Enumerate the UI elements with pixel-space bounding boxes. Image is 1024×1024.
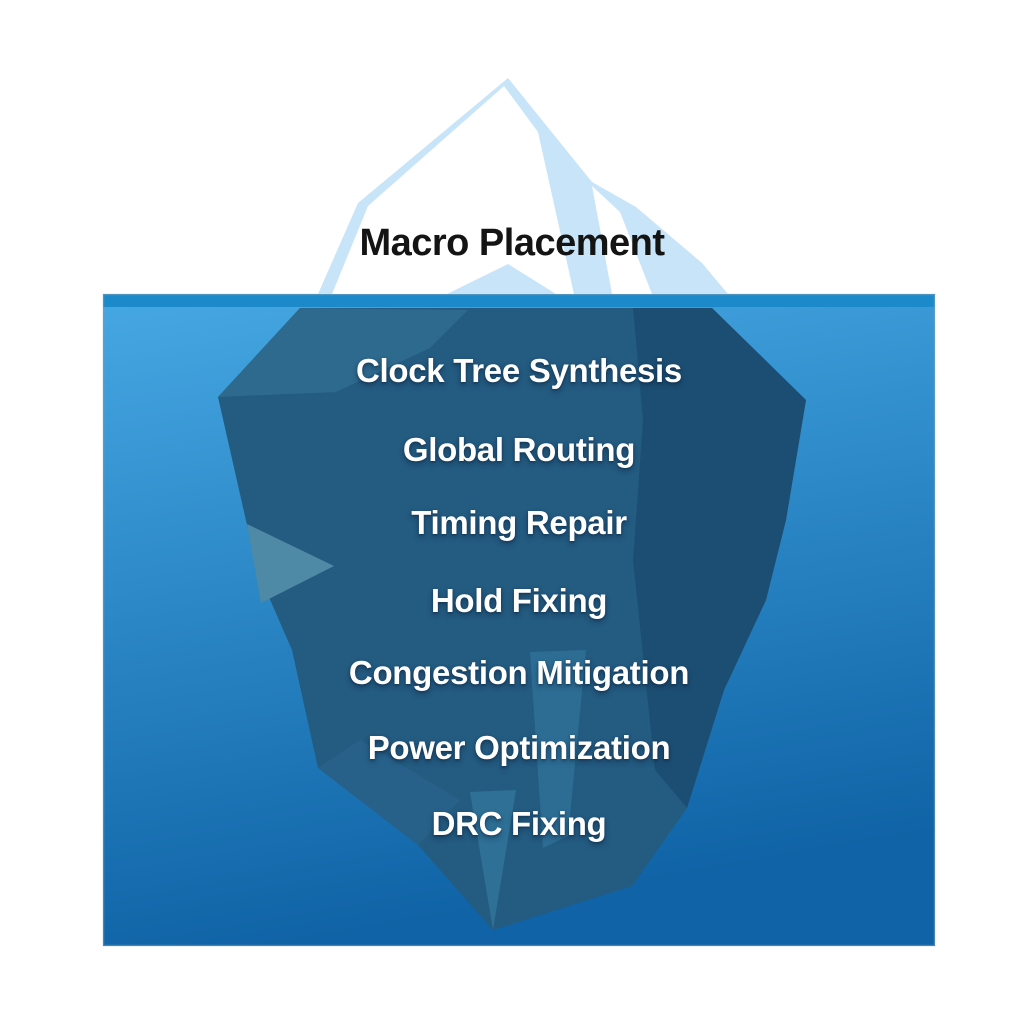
iceberg-tip-center-ridge bbox=[447, 264, 556, 294]
underwater-label-congestion-mitigation: Congestion Mitigation bbox=[348, 654, 690, 691]
iceberg-tip-white-facet-right bbox=[592, 186, 652, 294]
iceberg-tip-white-facet-left bbox=[332, 86, 574, 294]
underwater-label-timing-repair: Timing Repair bbox=[411, 504, 627, 541]
underwater-label-hold-fixing: Hold Fixing bbox=[430, 582, 608, 619]
underwater-facet-right-dark bbox=[633, 308, 806, 808]
underwater-facet-center-wedge bbox=[530, 650, 586, 848]
above-water-label: Macro Placement bbox=[359, 222, 665, 264]
underwater-facet-highlight bbox=[247, 524, 334, 603]
water-border bbox=[102, 293, 936, 947]
underwater-label-clock-tree-synthesis: Clock Tree Synthesis bbox=[356, 352, 682, 389]
underwater-facet-tip-wedge bbox=[470, 790, 516, 930]
underwater-facet-left bbox=[218, 308, 468, 397]
waterline bbox=[103, 294, 935, 307]
underwater-facet-bottom-left bbox=[318, 740, 460, 845]
underwater-label-power-optimization: Power Optimization bbox=[367, 729, 671, 766]
underwater-label-drc-fixing: DRC Fixing bbox=[431, 805, 607, 842]
underwater-label-global-routing: Global Routing bbox=[402, 431, 636, 468]
